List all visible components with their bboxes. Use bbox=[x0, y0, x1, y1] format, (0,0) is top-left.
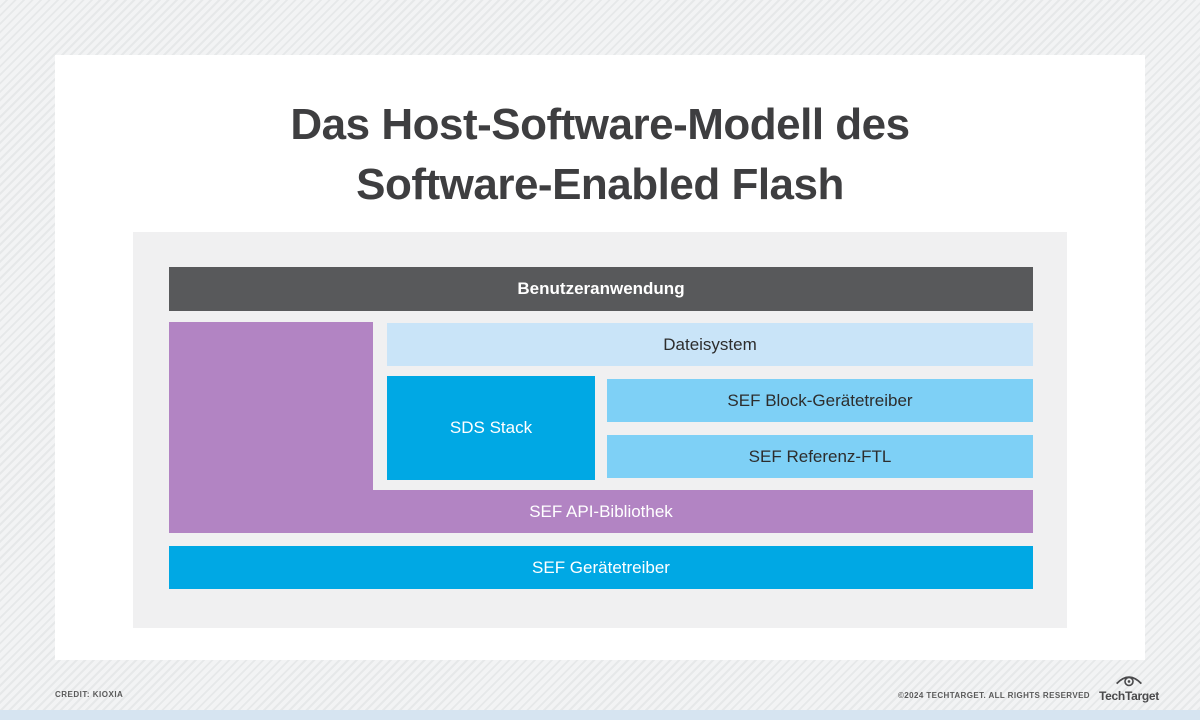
block-sds-stack: SDS Stack bbox=[387, 376, 595, 480]
page-title-line1: Das Host-Software-Modell des bbox=[290, 100, 910, 149]
block-sef-reference-ftl: SEF Referenz-FTL bbox=[607, 435, 1033, 478]
block-filesystem: Dateisystem bbox=[387, 323, 1033, 366]
block-user-application: Benutzeranwendung bbox=[169, 267, 1033, 311]
bottom-accent-strip bbox=[0, 710, 1200, 720]
block-sef-api-library: SEF API-Bibliothek bbox=[169, 490, 1033, 533]
techtarget-logo-text: TechTarget bbox=[1099, 689, 1159, 703]
block-sef-device-driver: SEF Gerätetreiber bbox=[169, 546, 1033, 589]
copyright-text: ©2024 TECHTARGET. ALL RIGHTS RESERVED bbox=[898, 691, 1090, 700]
block-sef-block-driver: SEF Block-Gerätetreiber bbox=[607, 379, 1033, 422]
page-title: Das Host-Software-Modell des Software-En… bbox=[55, 95, 1145, 215]
techtarget-logo: TechTarget bbox=[1098, 672, 1160, 703]
credit-text: CREDIT: KIOXIA bbox=[55, 690, 124, 699]
page-title-line2: Software-Enabled Flash bbox=[356, 160, 844, 209]
techtarget-eye-icon bbox=[1116, 676, 1142, 687]
